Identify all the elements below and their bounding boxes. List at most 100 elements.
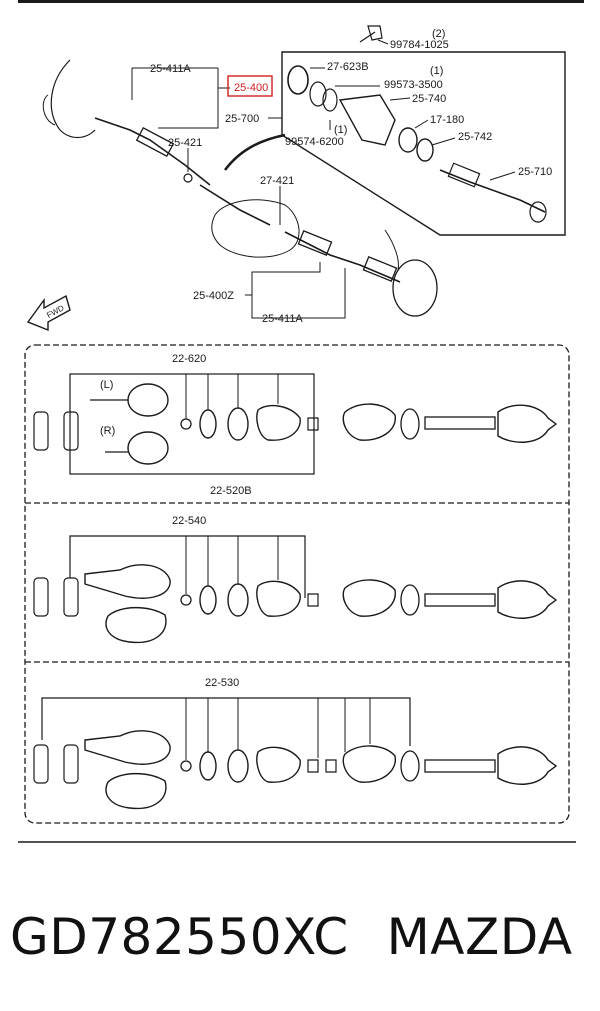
fwd-arrow-icon: FWD	[26, 294, 71, 332]
inset-frame	[281, 51, 566, 236]
top-rule	[18, 0, 584, 3]
boot-1	[256, 404, 301, 441]
inner-joint-left	[127, 383, 169, 417]
grease-tube-3	[33, 577, 49, 617]
right-inner-boot	[297, 230, 333, 256]
band-3	[400, 408, 420, 440]
ring-small-3	[307, 759, 319, 773]
band-1	[199, 409, 217, 439]
label-99574-6200: 99574-6200	[285, 136, 344, 148]
right-shaft	[284, 231, 401, 283]
leader-25-400Z	[245, 262, 321, 296]
band-9	[400, 750, 420, 782]
leader-25-740	[389, 97, 411, 101]
ring-small-2	[307, 593, 319, 607]
outer-boot-3	[342, 745, 396, 783]
panel1-left-tag: (L)	[100, 379, 113, 391]
exploded-panels: 22-620 22-520B (L) (R)	[24, 344, 570, 824]
label-27-623B: 27-623B	[327, 61, 369, 73]
tripod-joint-2	[105, 772, 167, 810]
label-25-742: 25-742	[458, 131, 492, 143]
panel3-label: 22-530	[205, 677, 239, 689]
transmission-outline	[211, 199, 300, 258]
center-shaft	[199, 184, 271, 226]
panels-frame	[24, 344, 570, 824]
caption: GD782550XC MAZDA	[10, 898, 595, 976]
hub-outline	[50, 59, 96, 139]
inset-detail: 99784-1025 (2) 27-623B (1) 99573-3500 25…	[281, 25, 566, 236]
panel3-bracket	[41, 697, 411, 746]
panel1-sublabel: 22-520B	[210, 485, 252, 497]
panel-22-540: 22-540	[33, 515, 558, 644]
panel2-label: 22-540	[172, 515, 206, 527]
assembly-view: 25-411A 25-400 25-421 25-700 27-421 25-4…	[26, 59, 438, 332]
bolt-icon	[359, 25, 383, 43]
boot-2	[256, 580, 301, 617]
inner-joint-right	[127, 431, 169, 465]
hub-detail	[42, 94, 56, 126]
label-25-740: 25-740	[412, 93, 446, 105]
boot-3	[256, 746, 301, 783]
panel1-bracket	[69, 373, 315, 475]
outer-joint-2	[497, 580, 558, 619]
leader-25-710	[489, 171, 516, 181]
shaft-1	[424, 416, 496, 430]
left-shaft	[94, 117, 211, 186]
bracket-25-411A-top	[131, 67, 219, 129]
bearing	[398, 127, 418, 153]
strut-line	[384, 229, 399, 271]
panel1-right-tag: (R)	[100, 425, 115, 437]
leader-25-742	[431, 137, 456, 146]
tripod-joint-1	[105, 606, 167, 644]
brand-name: MAZDA	[386, 908, 573, 966]
grease-tube-5	[33, 744, 49, 784]
shaft-2	[424, 593, 496, 607]
ring-small-4	[325, 759, 337, 773]
shaft-spline	[447, 162, 481, 188]
grease-tube-2	[63, 411, 79, 451]
band-7	[199, 751, 217, 781]
shaft-3	[424, 759, 496, 773]
label-25-400Z: 25-400Z	[193, 290, 234, 302]
panel-22-620: 22-620 22-520B (L) (R)	[33, 353, 558, 497]
circlip-3	[180, 760, 192, 772]
tripod-housing-2	[84, 730, 171, 765]
shaft-end	[529, 201, 547, 223]
grease-tube-4	[63, 577, 79, 617]
band-2	[227, 407, 249, 441]
leader-17-180	[414, 119, 429, 129]
label-qty-1a: (1)	[430, 65, 443, 77]
leader-25-411A-bottom	[251, 268, 346, 319]
label-qty-1b: (1)	[334, 124, 347, 136]
right-hub	[392, 259, 438, 317]
label-25-411A-bottom: 25-411A	[262, 313, 303, 325]
band-6	[400, 584, 420, 616]
panel1-label: 22-620	[172, 353, 206, 365]
tripod-housing-1	[84, 564, 171, 599]
bearing-seal	[416, 138, 434, 162]
outer-joint-3	[497, 746, 558, 785]
highlight-box	[227, 75, 273, 97]
label-qty-2: (2)	[432, 28, 445, 40]
circlip-1	[180, 418, 192, 430]
clip-25-421	[183, 173, 193, 183]
band-8	[227, 749, 249, 783]
label-27-421: 27-421	[260, 175, 294, 187]
snap-ring	[309, 81, 327, 107]
intermediate-shaft	[439, 169, 546, 213]
leader-99784	[377, 39, 389, 45]
label-25-421: 25-421	[168, 137, 202, 149]
label-25-411A: 25-411A	[150, 63, 191, 75]
left-boot	[135, 126, 175, 158]
ring-2	[322, 88, 338, 112]
joint-stems	[90, 399, 128, 453]
band-4	[199, 585, 217, 615]
seal-ring	[287, 65, 309, 95]
parts-diagram: 25-411A 25-400 25-421 25-700 27-421 25-4…	[18, 0, 584, 843]
panel-22-530: 22-530	[33, 677, 558, 810]
label-99784-1025: 99784-1025	[390, 39, 449, 51]
outer-boot-2	[342, 579, 396, 617]
label-25-700: 25-700	[225, 113, 259, 125]
label-99573-3500: 99573-3500	[384, 79, 443, 91]
label-25-710: 25-710	[518, 166, 552, 178]
